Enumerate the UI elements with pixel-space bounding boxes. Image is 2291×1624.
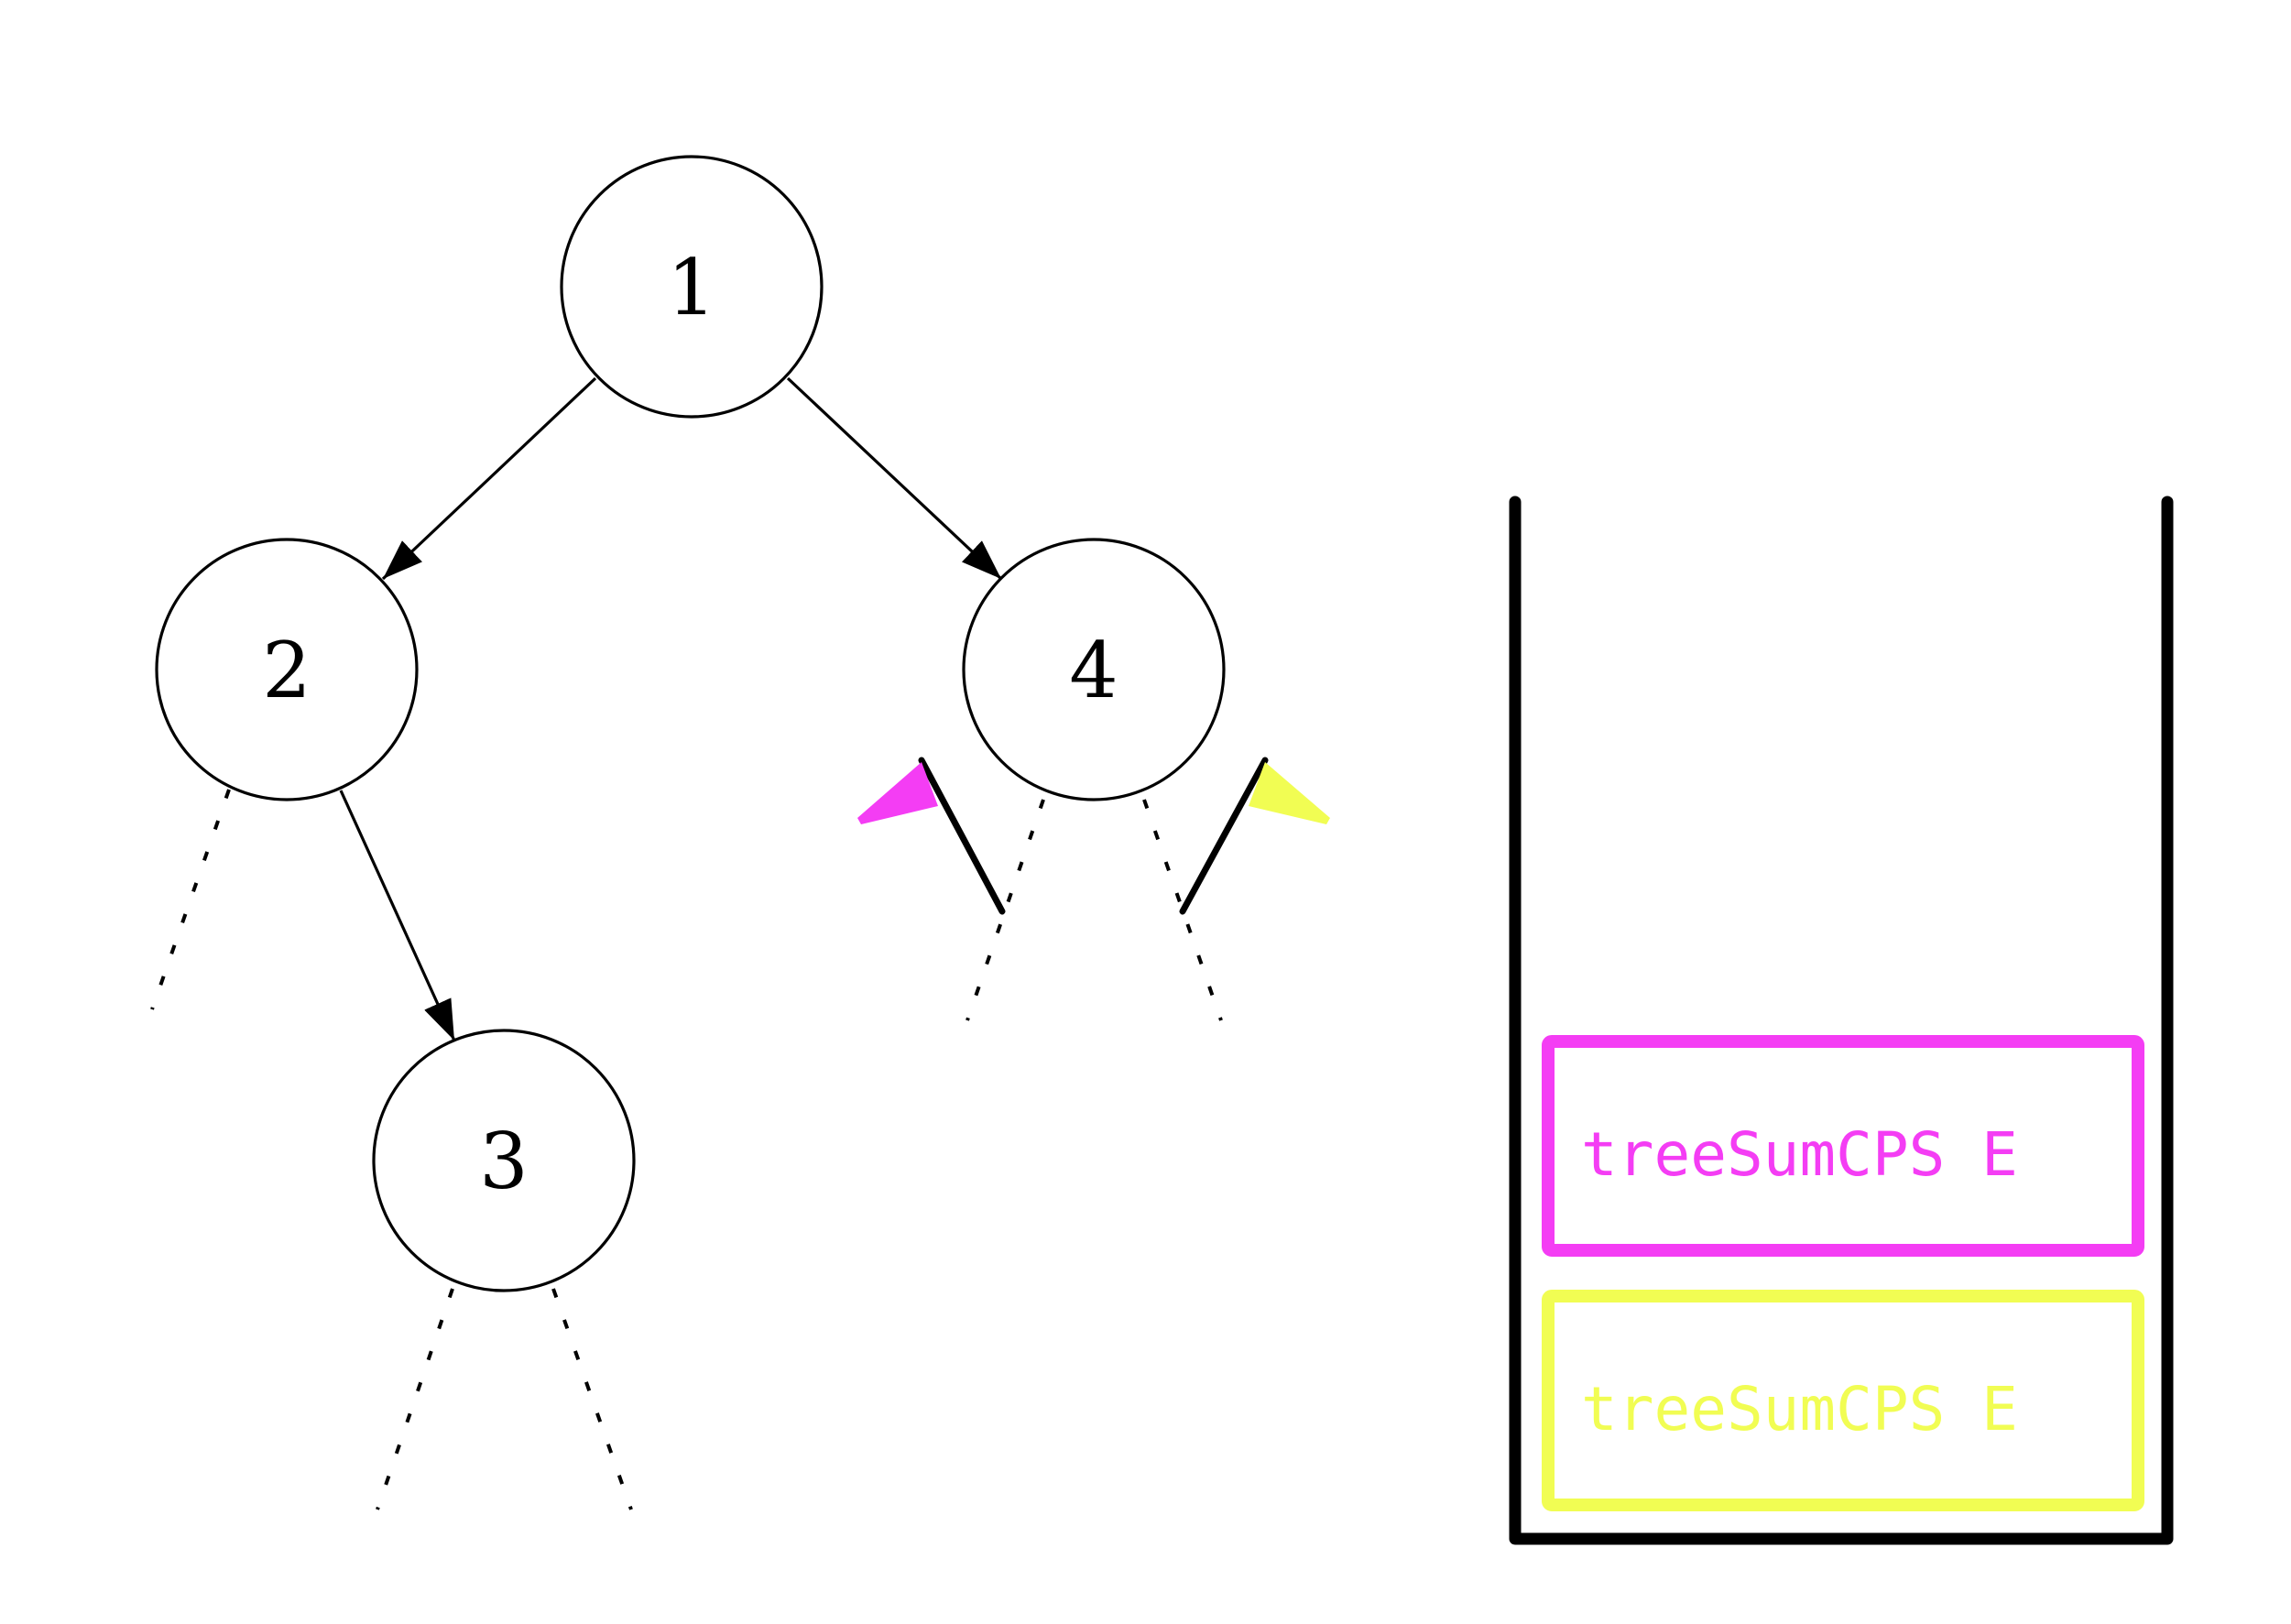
call-stack: treeSumCPS E treeSumCPS E: [1509, 496, 2174, 1545]
tree-edges: [339, 376, 1003, 1041]
stack-frame-top: treeSumCPS E: [1542, 1035, 2144, 1257]
node-label-2: 2: [262, 626, 311, 715]
dashed-edge-n3-right: [551, 1288, 633, 1510]
node-label-1: 1: [667, 243, 715, 332]
yellow-flag-icon: [1179, 757, 1330, 915]
magenta-flag-cloth: [857, 762, 938, 824]
stack-frame-top-box: [1542, 1035, 2144, 1257]
stack-frame-top-label: treeSumCPS E: [1581, 1119, 2018, 1190]
dashed-edge-n4-left: [965, 799, 1045, 1021]
yellow-flag-cloth: [1249, 762, 1330, 824]
node-label-3: 3: [479, 1117, 528, 1206]
magenta-flag-icon: [857, 757, 1006, 915]
tree-node-4: 4: [962, 538, 1226, 801]
stack-container: [1509, 496, 2174, 1545]
dashed-edge-n2-left: [150, 789, 231, 1010]
tree-node-2: 2: [155, 538, 419, 801]
tree-node-3: 3: [372, 1029, 636, 1292]
stack-frame-bottom: treeSumCPS E: [1542, 1290, 2144, 1511]
tree-node-1: 1: [560, 155, 824, 419]
edge-n2-n3: [339, 790, 456, 1041]
flags: [857, 757, 1330, 915]
dashed-edge-n4-right: [1142, 799, 1223, 1021]
dashed-edge-n3-left: [376, 1288, 454, 1510]
edge-n1-n2: [381, 376, 597, 581]
elided-edges: [150, 789, 1223, 1510]
node-label-4: 4: [1069, 626, 1118, 715]
edge-n1-n4: [786, 376, 1003, 581]
tree-nodes: 1 2 3 4: [155, 155, 1226, 1292]
stack-frame-bottom-box: [1542, 1290, 2144, 1511]
stack-frame-bottom-label: treeSumCPS E: [1581, 1374, 2018, 1444]
